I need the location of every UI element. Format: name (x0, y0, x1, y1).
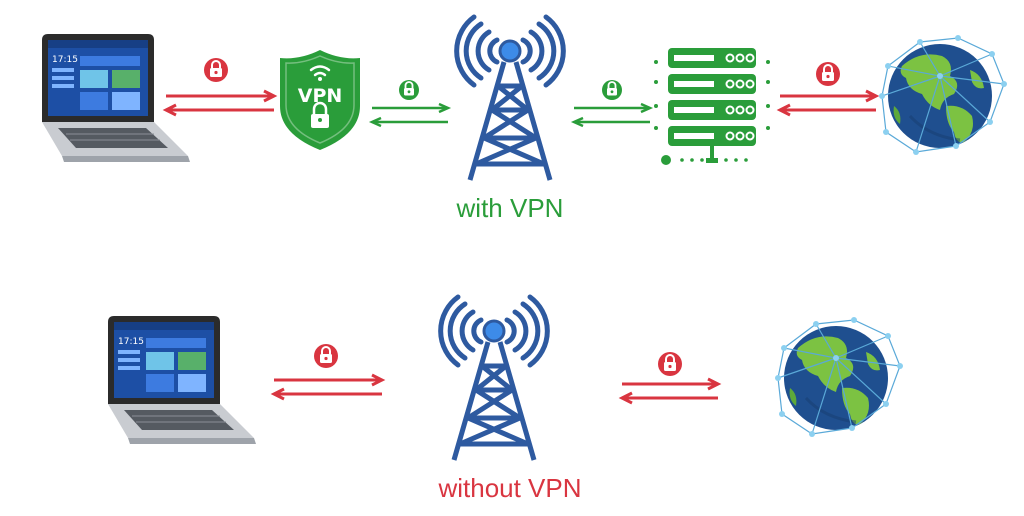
lock-icon (203, 57, 229, 83)
bidirectional-arrow-icon (572, 102, 652, 128)
laptop-icon (41, 33, 191, 163)
vpn-shield-label: VPN (298, 85, 343, 107)
cell-tower-icon (457, 17, 564, 180)
bidirectional-arrow-icon (370, 102, 450, 128)
lock-icon (657, 351, 683, 377)
bidirectional-arrow-icon (620, 377, 720, 405)
server-icon (654, 48, 770, 165)
with-vpn-caption: with VPN (456, 193, 564, 223)
lock-icon (398, 79, 420, 101)
bidirectional-arrow-icon (272, 373, 384, 401)
bidirectional-arrow-icon (164, 89, 276, 117)
lock-icon (815, 61, 841, 87)
bidirectional-arrow-icon (778, 89, 878, 117)
lock-icon (313, 343, 339, 369)
globe-icon (877, 33, 1009, 157)
without-vpn-caption: without VPN (438, 473, 582, 503)
cell-tower-icon (441, 297, 548, 460)
laptop-icon (107, 315, 257, 445)
globe-icon (773, 315, 905, 439)
lock-icon (601, 79, 623, 101)
vpn-shield-icon: VPN (280, 50, 360, 150)
